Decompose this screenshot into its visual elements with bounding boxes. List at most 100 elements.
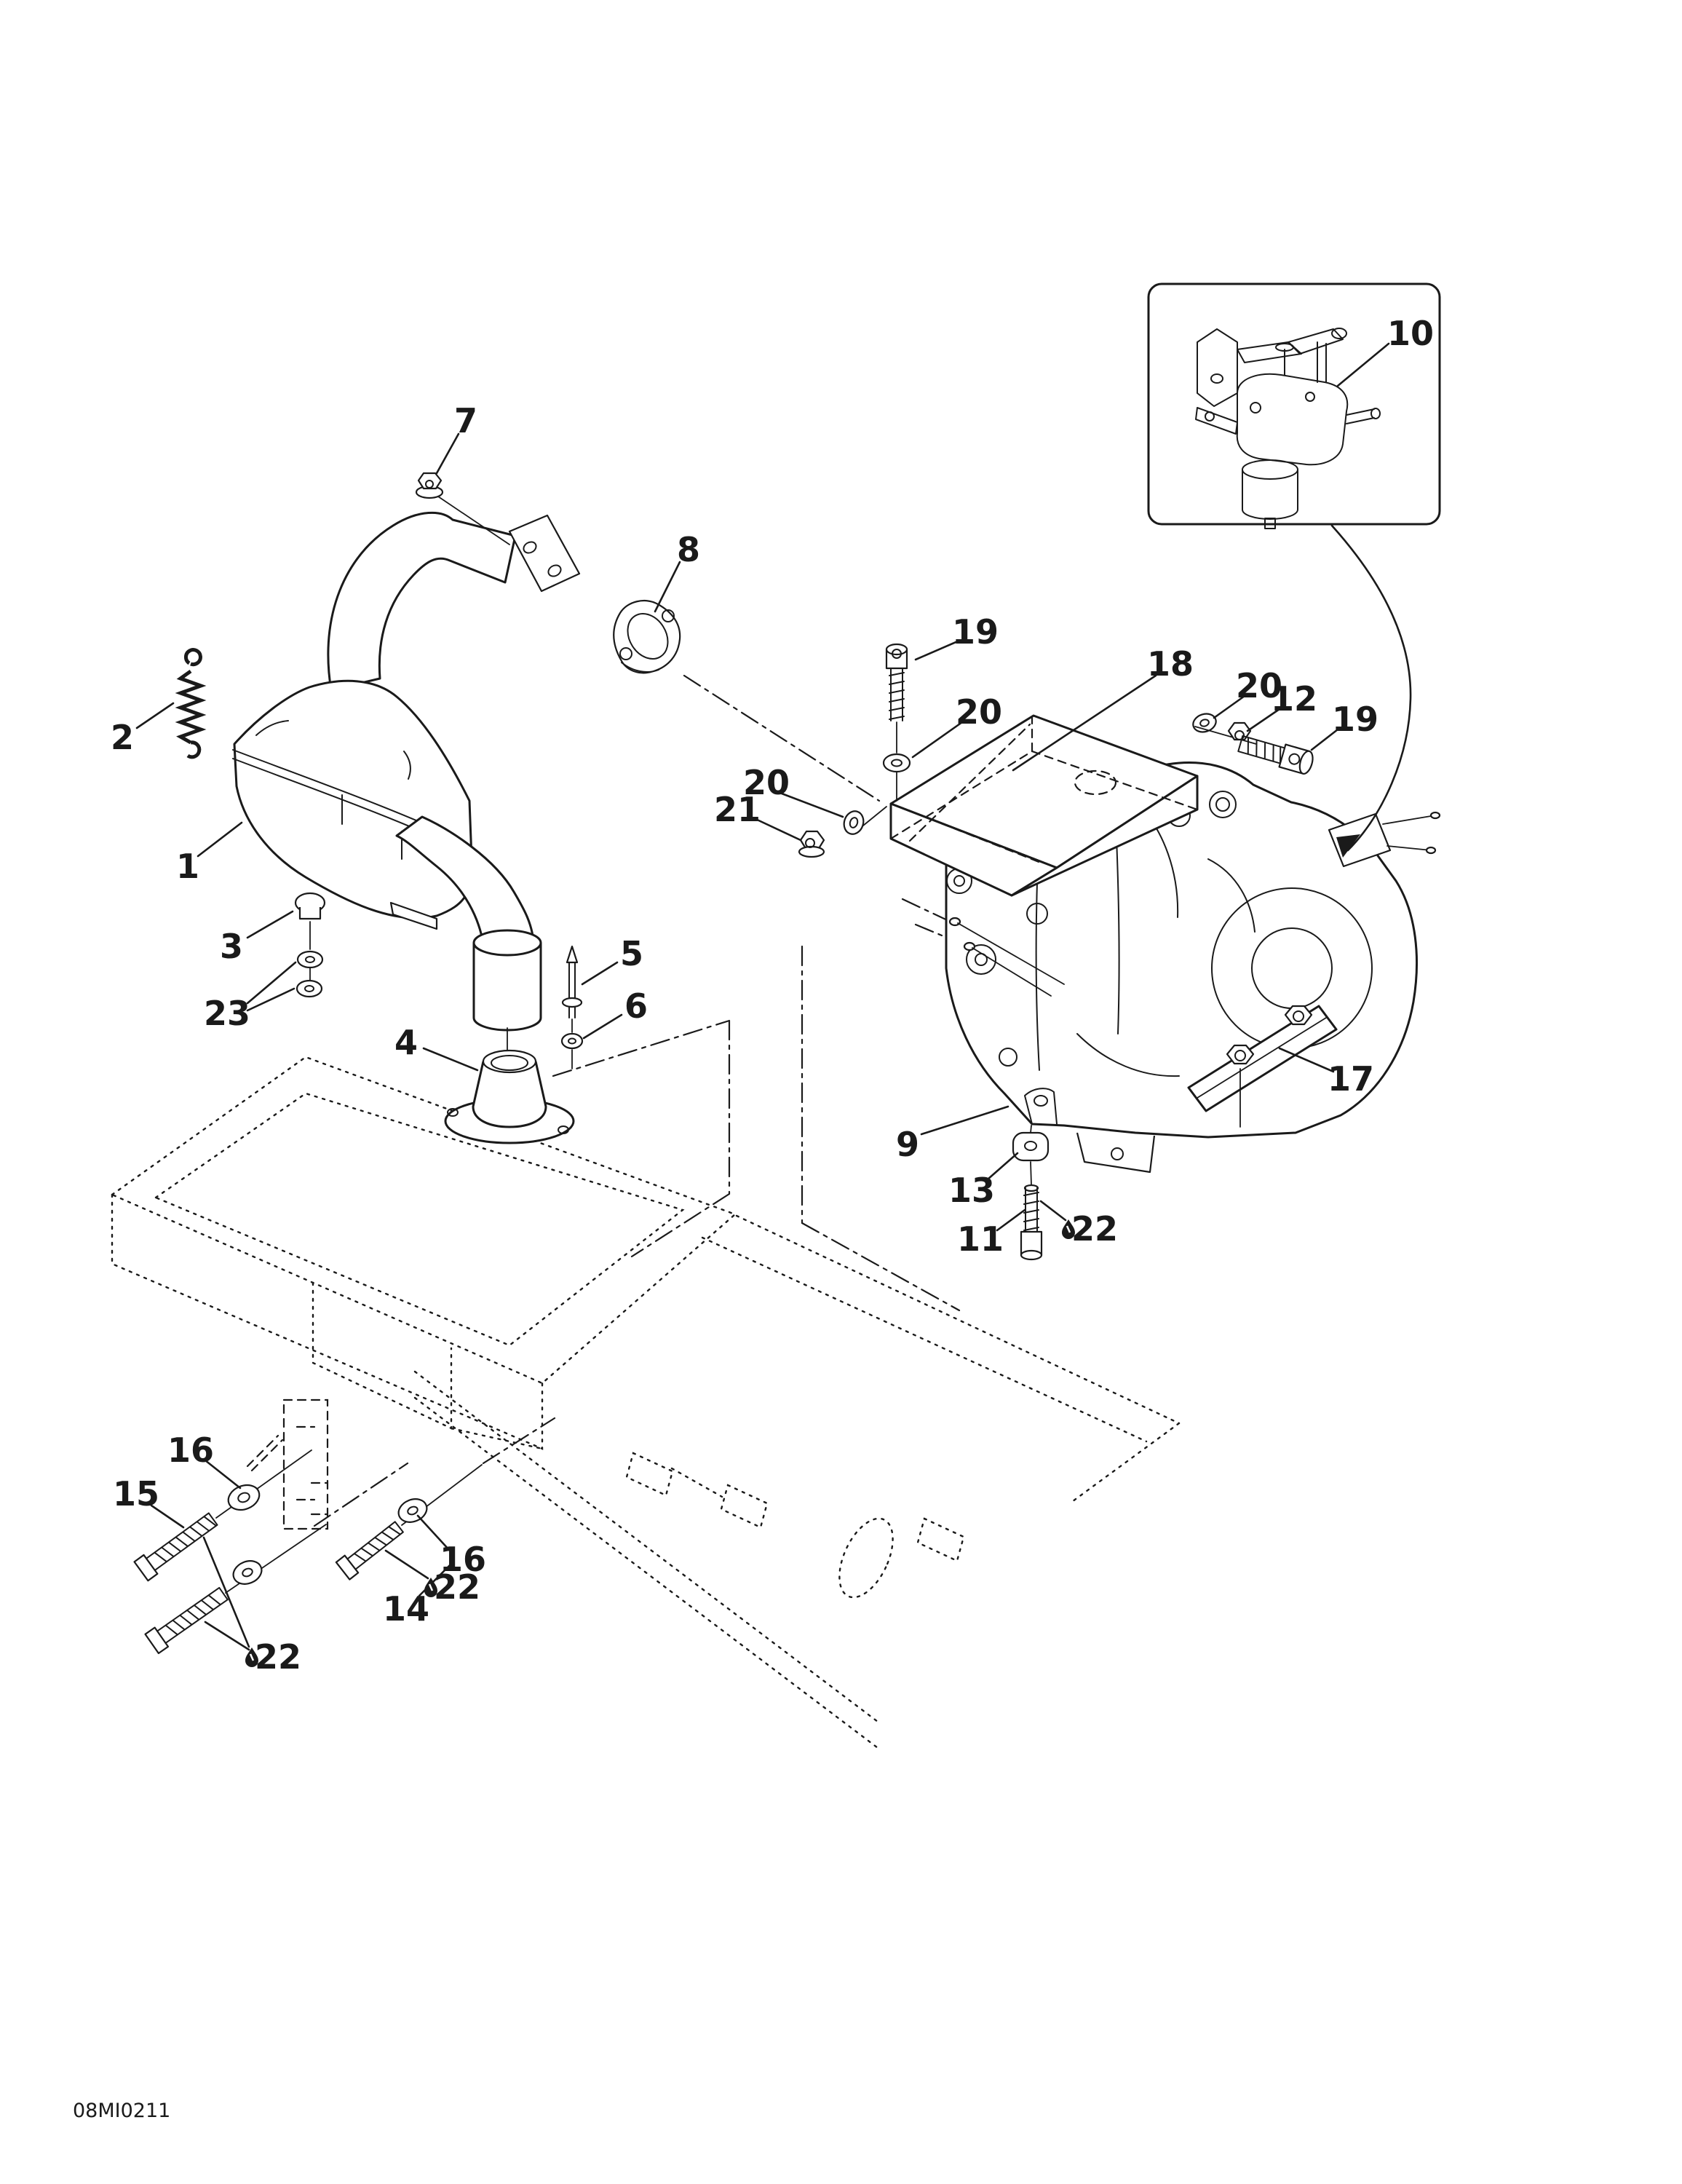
hex-bolt-15 [144,1586,229,1655]
oil-drop-highlight [428,1583,434,1591]
part-callout-20: 20 [1213,666,1282,719]
exhaust-spring [175,648,207,759]
part-callout-20: 20 [743,763,844,818]
inset-pointer-curve [1330,524,1412,852]
washer-13 [1012,1125,1050,1186]
resonator [472,929,542,1053]
callout-number: 22 [434,1567,480,1607]
part-callout-14: 14 [383,1562,453,1629]
part-callout-22: 22 [202,1536,301,1677]
callout-number: 12 [1271,679,1317,719]
callout-leader-line [246,987,295,1012]
pipe-flange [508,514,581,593]
engine-support-plate [1187,1005,1338,1128]
callout-number: 13 [948,1171,995,1210]
washer-20 [843,806,887,835]
callout-number: 9 [896,1125,919,1164]
part-callout-12: 12 [1246,679,1317,732]
callout-number: 20 [743,763,790,802]
part-callout-7: 7 [435,401,477,475]
part-callout-2: 2 [111,702,175,757]
callout-leader-line [135,702,175,729]
washer-20 [882,753,911,802]
part-callout-9: 9 [896,1105,1009,1164]
muffler-mount-screw [294,892,326,998]
part-callout-6: 6 [582,986,648,1040]
carburetor-sketch [1195,328,1381,529]
cap-screw-19 [1237,735,1314,775]
callout-number: 18 [1147,644,1194,684]
muffler-assembly [175,472,681,1144]
part-callout-13: 13 [948,1152,1019,1210]
callout-number: 16 [440,1540,486,1579]
callout-number: 19 [1332,700,1378,739]
part-callout-23: 23 [204,961,297,1033]
inset-pointer-arrowhead [1336,834,1360,858]
part-callout-15: 15 [113,1474,185,1529]
exhaust-pipe [327,511,517,692]
callout-number: 1 [176,847,199,886]
callout-leader-line [911,721,964,759]
callout-leader-line [914,639,961,661]
callout-number: 19 [952,612,999,652]
callout-leader-line [1012,674,1157,772]
part-callout-21: 21 [714,790,802,842]
callout-leader-line [986,1152,1019,1181]
oil-drop-highlight [249,1653,255,1661]
part-callout-1: 1 [176,821,243,886]
callout-number: 20 [956,692,1002,732]
washer-16 [232,1560,263,1585]
callout-number: 4 [394,1023,418,1062]
part-callout-17: 17 [1278,1047,1374,1099]
callout-number: 10 [1387,314,1434,353]
callout-number: 17 [1328,1059,1374,1099]
washer-16 [227,1484,261,1511]
part-callout-18: 18 [1012,644,1194,772]
callout-leader-line [1039,1200,1067,1222]
hex-bolt-14 [335,1521,404,1580]
part-callout-19: 19 [1310,700,1378,751]
cap-screw-11 [1020,1184,1043,1261]
part-callout-4: 4 [394,1023,479,1072]
hull-tray-outline [110,1056,1181,1752]
cap-screw-19 [885,643,908,753]
washer-16 [397,1498,428,1523]
callout-number: 14 [383,1589,429,1629]
callout-number: 6 [624,986,648,1026]
air-silencer-box [889,714,1199,897]
callout-leader-line [1278,1047,1335,1073]
callout-leader-line [996,1208,1026,1232]
callout-leader-line [780,792,844,818]
callout-leader-line [753,817,802,842]
callout-leader-line [384,1549,429,1580]
callout-number: 20 [1236,666,1282,705]
callout-leader-line [1246,708,1281,732]
callout-number: 21 [714,790,761,829]
nut-12 [1227,721,1252,741]
part-callout-22: 22 [1039,1200,1118,1249]
exhaust-gasket [613,600,681,674]
callout-leader-line [150,1504,185,1529]
callout-leader-line [204,1621,250,1651]
lock-nut-21 [798,830,825,858]
hex-bolt-15 [133,1512,218,1582]
callout-number: 15 [113,1474,159,1514]
callout-number: 11 [957,1219,1004,1259]
callout-leader-line [422,1047,479,1072]
callout-leader-line [197,821,243,858]
callout-number: 3 [220,927,243,966]
callout-number: 16 [167,1431,214,1470]
plate-nut [1226,1044,1255,1128]
callout-leader-line [202,1536,250,1648]
callout-number: 2 [111,718,134,757]
part-callout-11: 11 [957,1208,1026,1259]
callout-leader-line [246,910,294,939]
callout-leader-line [1310,728,1339,751]
callout-layer: 1234567891011121314151616171819192020202… [111,314,1434,1677]
pin-and-washer [560,945,584,1069]
callout-leader-line [246,961,297,1005]
callout-leader-line [654,561,681,613]
part-callout-5: 5 [581,934,643,986]
plate-nut [1284,1005,1313,1026]
part-callout-16: 16 [167,1431,242,1489]
